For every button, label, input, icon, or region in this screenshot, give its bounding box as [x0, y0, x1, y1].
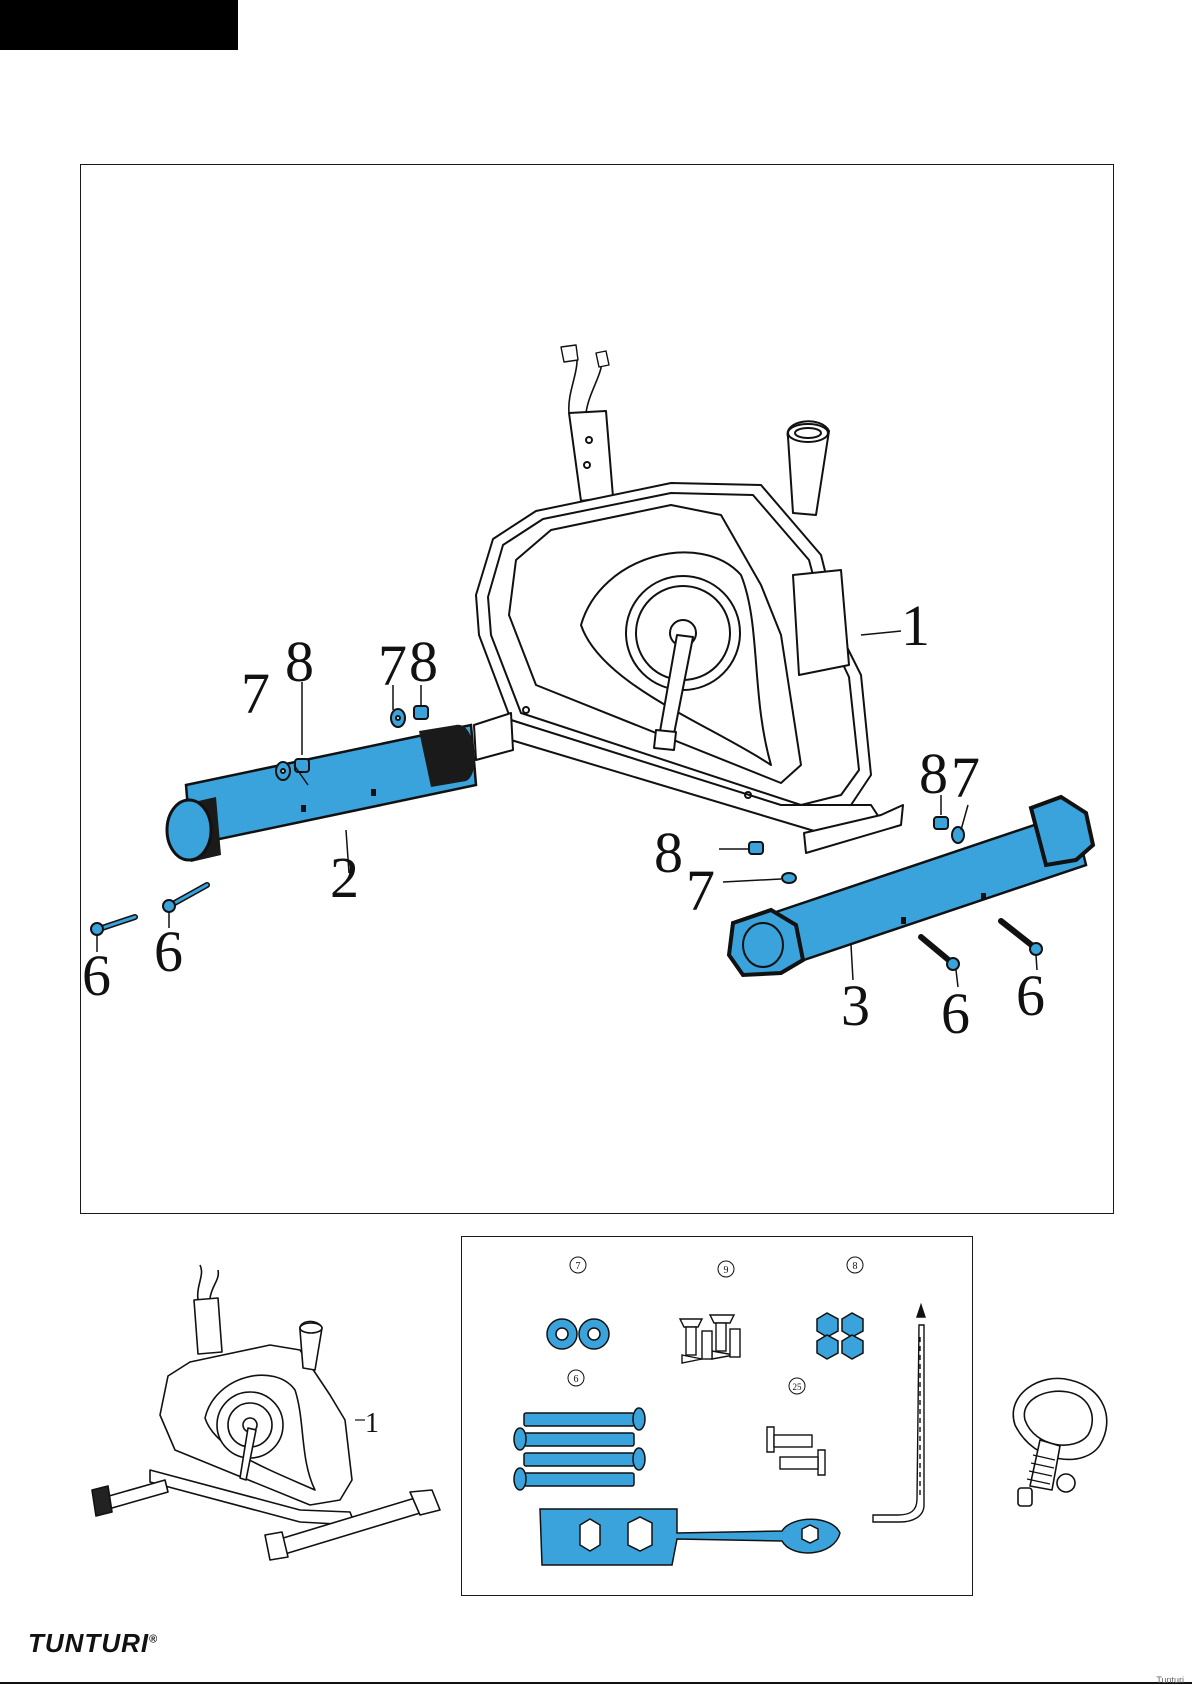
callout-washer: 7	[951, 745, 980, 810]
callout-frame: 1	[901, 593, 930, 658]
hardware-label-washer: 7	[576, 1261, 581, 1272]
callout-bolt: 6	[1016, 963, 1045, 1028]
callout-rear-stabilizer: 3	[841, 973, 870, 1038]
callout-nut: 8	[285, 629, 314, 694]
callout-washer: 7	[378, 633, 407, 698]
callout-bolt: 6	[82, 943, 111, 1008]
callout-washer: 7	[686, 858, 715, 923]
callout-washer: 7	[241, 661, 270, 726]
assembly-diagram: 1 2 3 7 8 7 8 8 7 8 7 6 6 6 6	[81, 165, 1113, 1213]
footer-text: Tunturi	[1156, 1675, 1184, 1685]
callout-front-stabilizer: 2	[330, 845, 359, 910]
footer-rule	[0, 1682, 1192, 1684]
hardware-label-pedal-screw: 25	[793, 1382, 803, 1392]
front-stabilizer	[167, 725, 476, 862]
callout-nut: 8	[409, 629, 438, 694]
callout-nut: 8	[919, 741, 948, 806]
callout-nut: 8	[654, 820, 683, 885]
brand-mark: ®	[149, 1633, 158, 1645]
overview-callout-frame: 1	[365, 1408, 379, 1439]
hardware-panel: 7 9 8 6 25	[461, 1236, 973, 1596]
hardware-label-screw: 9	[724, 1265, 729, 1276]
hardware-label-nut: 8	[853, 1261, 858, 1272]
header-black-tab	[0, 0, 238, 50]
callout-bolt: 6	[154, 919, 183, 984]
hardware-diagram: 7 9 8 6 25	[462, 1237, 972, 1595]
callout-bolt: 6	[941, 981, 970, 1046]
brand-logo: TUNTURI®	[28, 1628, 158, 1659]
brand-name: TUNTURI	[28, 1628, 149, 1658]
hardware-label-bolt: 6	[574, 1374, 579, 1385]
assembly-diagram-panel: 1 2 3 7 8 7 8 8 7 8 7 6 6 6 6	[80, 164, 1114, 1214]
